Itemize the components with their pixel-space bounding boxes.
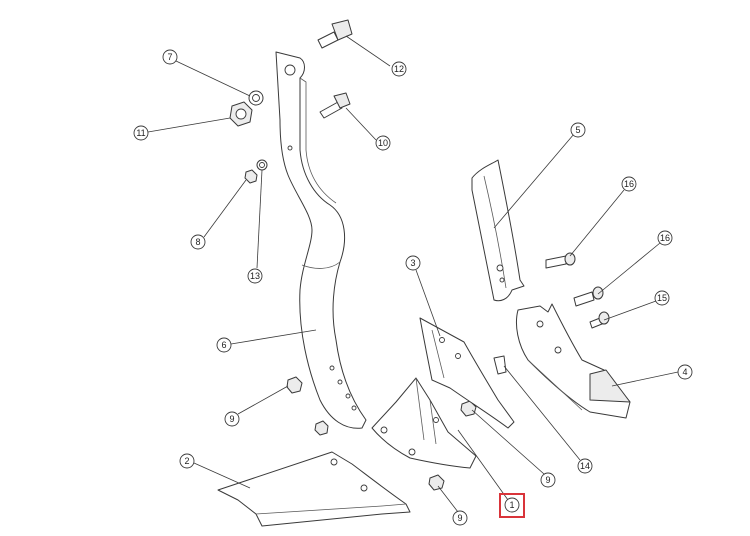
callout-16-upper[interactable]: 16: [621, 176, 637, 192]
bolt-15: [589, 311, 610, 329]
nut-9-lower: [314, 420, 329, 436]
callout-label: 14: [580, 461, 590, 471]
leader-lines: [147, 35, 679, 513]
callout-label: 5: [575, 125, 580, 135]
callout-label: 16: [660, 233, 670, 243]
callout-label: 9: [545, 475, 550, 485]
callout-14[interactable]: 14: [577, 458, 593, 474]
callout-6[interactable]: 6: [216, 337, 232, 353]
washer-7: [248, 90, 264, 106]
blade-part-2: [217, 451, 411, 527]
callout-label: 11: [136, 128, 145, 138]
bracket-part-3: [419, 317, 515, 429]
highlight-box: [499, 493, 525, 518]
bolt-16-lower: [573, 286, 604, 307]
callout-12[interactable]: 12: [391, 61, 407, 77]
bolt-14: [493, 355, 507, 375]
callout-5[interactable]: 5: [570, 122, 586, 138]
nut-9-bottom: [428, 474, 445, 491]
callout-9-bottom[interactable]: 9: [452, 510, 468, 526]
callout-label: 2: [184, 456, 189, 466]
callout-8[interactable]: 8: [190, 234, 206, 250]
callout-label: 13: [250, 271, 260, 281]
callout-label: 8: [195, 237, 200, 247]
callout-label: 9: [457, 513, 462, 523]
callout-15[interactable]: 15: [654, 290, 670, 306]
point-part-4: [515, 303, 631, 419]
callout-label: 9: [229, 414, 234, 424]
nut-11: [229, 101, 253, 127]
callout-3[interactable]: 3: [405, 255, 421, 271]
callout-label: 3: [410, 258, 415, 268]
callout-label: 6: [221, 340, 226, 350]
callout-11[interactable]: 11: [133, 125, 149, 141]
callout-label: 1: [509, 500, 514, 510]
bolt-16-upper: [545, 252, 576, 269]
callout-1-highlighted[interactable]: 1: [499, 493, 525, 518]
washer-13: [256, 159, 268, 171]
callout-label: 16: [624, 179, 634, 189]
callout-13[interactable]: 13: [247, 268, 263, 284]
nut-8: [244, 169, 258, 184]
callout-label: 15: [657, 293, 667, 303]
bracket-part-1: [371, 377, 477, 469]
callout-label: 4: [682, 367, 687, 377]
callout-7[interactable]: 7: [162, 49, 178, 65]
callout-16-lower[interactable]: 16: [657, 230, 673, 246]
callout-9-left[interactable]: 9: [224, 411, 240, 427]
callout-2[interactable]: 2: [179, 453, 195, 469]
callout-label: 7: [167, 52, 172, 62]
callout-label: 12: [394, 64, 404, 74]
bolt-10: [319, 92, 351, 119]
callout-9-center[interactable]: 9: [540, 472, 556, 488]
shank-part: [275, 51, 367, 429]
bolt-12: [317, 19, 353, 49]
callout-label: 10: [378, 138, 388, 148]
wing-part-5: [471, 159, 525, 302]
callout-4[interactable]: 4: [677, 364, 693, 380]
callout-10[interactable]: 10: [375, 135, 391, 151]
nut-9-left: [286, 376, 303, 394]
